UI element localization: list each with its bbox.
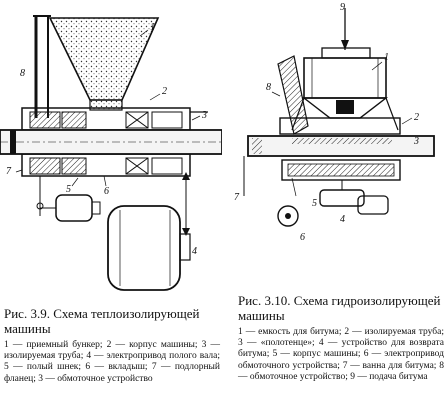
winding-device <box>277 55 309 135</box>
callout-labels: 1 2 3 4 5 6 7 8 <box>6 22 207 257</box>
label-6: 6 <box>104 186 109 197</box>
label-6: 6 <box>300 232 305 243</box>
caption-figure-3-10: Рис. 3.10. Схема гидроизолирующей машины <box>238 293 441 323</box>
label-8: 8 <box>266 82 271 93</box>
hopper <box>48 17 160 111</box>
figure-thermal-insulating-machine: 1 2 3 4 5 6 7 8 <box>0 15 222 291</box>
winding-device-rod <box>33 15 51 118</box>
caption-figure-3-9: Рис. 3.9. Схема теплоизолирующей машины <box>4 306 200 336</box>
label-1: 1 <box>384 52 389 63</box>
label-2: 2 <box>414 112 419 123</box>
label-4: 4 <box>340 214 345 225</box>
machine-body <box>21 107 208 177</box>
label-8: 8 <box>20 68 25 79</box>
legend-figure-3-10: 1 — емкость для битума; 2 — изолируемая … <box>238 327 444 382</box>
callout-labels: 1 2 3 4 5 6 7 8 9 <box>234 2 419 243</box>
insulated-pipe <box>0 129 222 155</box>
bitumen-supply <box>341 8 349 50</box>
hollow-shaft-drum <box>107 172 191 291</box>
label-3: 3 <box>413 136 419 147</box>
label-5: 5 <box>66 184 71 195</box>
label-7: 7 <box>6 166 12 177</box>
label-5: 5 <box>312 198 317 209</box>
bitumen-return-device <box>277 180 389 227</box>
leader-lines <box>15 29 201 187</box>
figure-hydro-insulating-machine: 1 2 3 4 5 6 7 8 9 <box>234 2 435 243</box>
label-3: 3 <box>201 110 207 121</box>
electric-drive <box>36 176 101 222</box>
machine-body <box>243 117 435 196</box>
leader-lines <box>271 61 413 197</box>
label-2: 2 <box>162 86 167 97</box>
legend-figure-3-9: 1 — приемный бункер; 2 — корпус машины; … <box>4 340 220 384</box>
label-4: 4 <box>192 246 197 257</box>
label-9: 9 <box>340 2 345 13</box>
label-1: 1 <box>150 22 155 33</box>
label-7: 7 <box>234 192 240 203</box>
